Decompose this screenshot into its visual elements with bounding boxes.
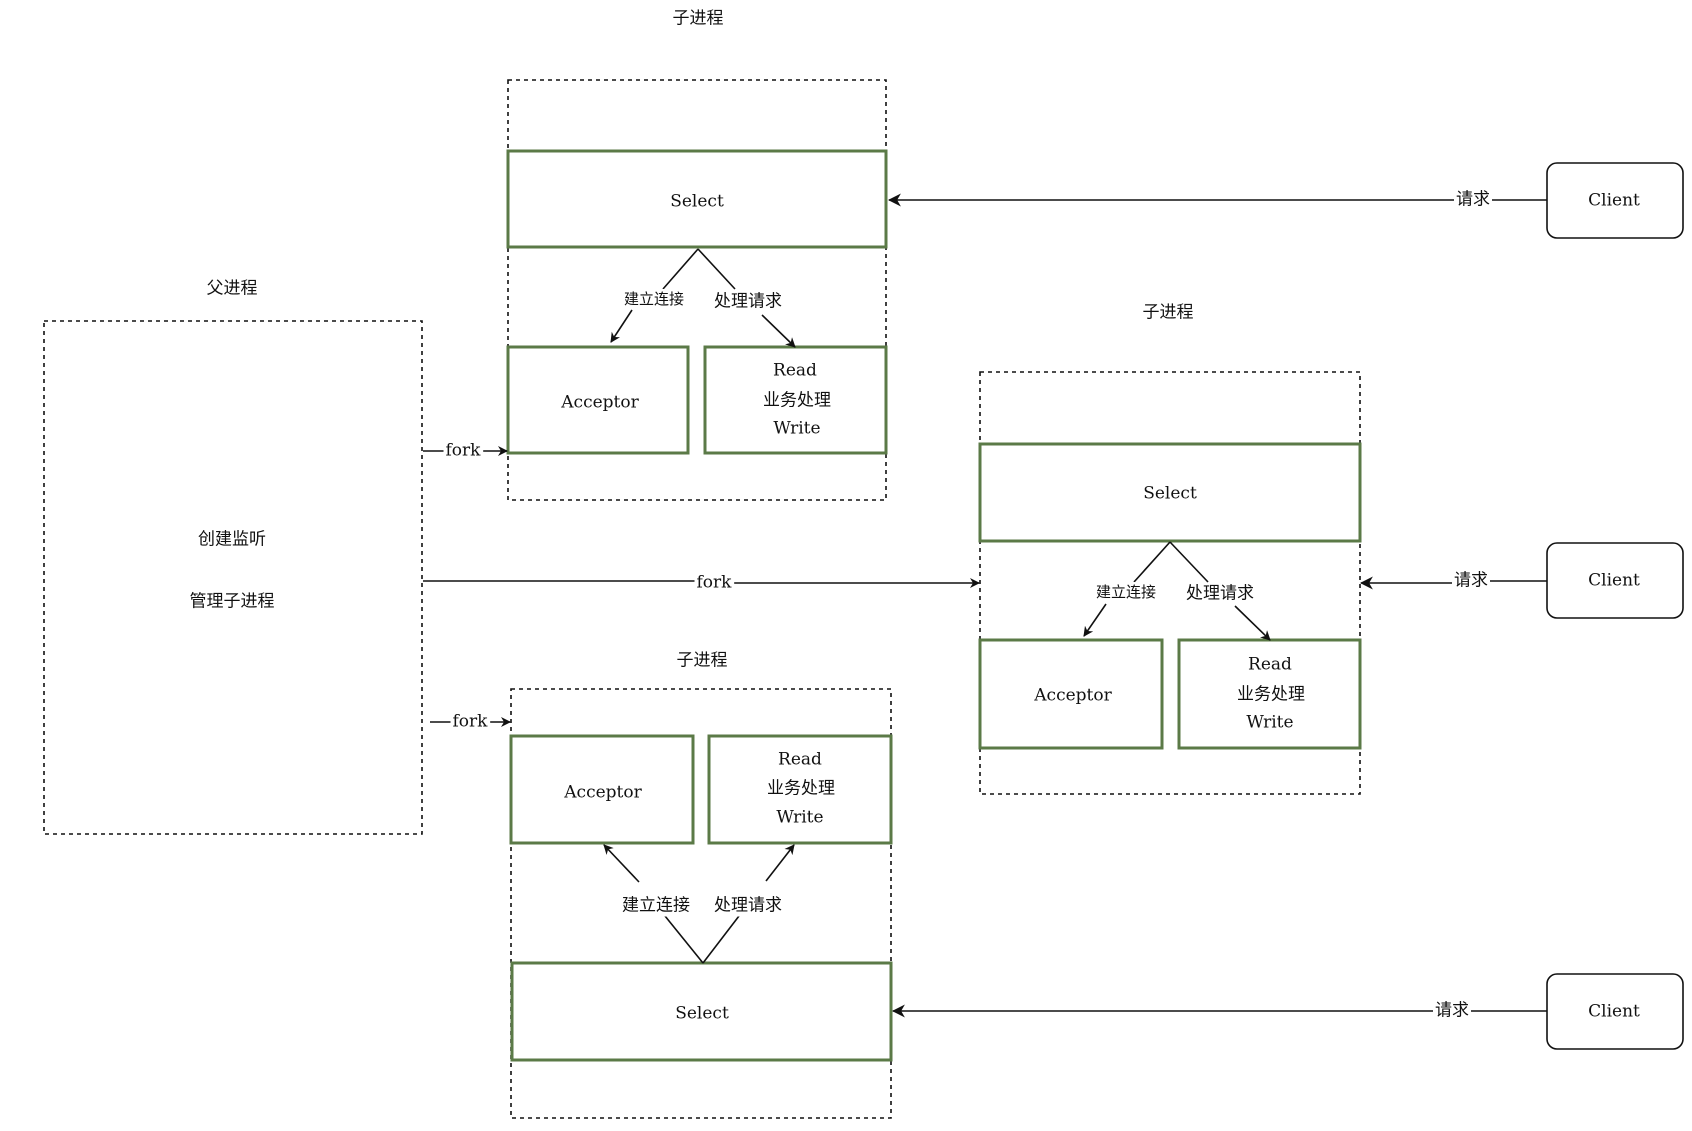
child-2-worker-write: Write	[1246, 713, 1293, 733]
parent-process-box	[43, 320, 423, 835]
client-2-request-label: 请求	[1454, 571, 1488, 591]
child-3-worker-write: Write	[776, 808, 823, 828]
edge-label-background	[450, 710, 491, 733]
child-2-title: 子进程	[1143, 303, 1194, 323]
child-1-edge-connect-label: 建立连接	[624, 290, 684, 308]
edge-label-background	[1093, 582, 1159, 602]
edge-label-background	[694, 571, 735, 594]
parent-title: 父进程	[207, 279, 258, 299]
client-3-label: Client	[1588, 1002, 1640, 1022]
edge-label-background	[443, 439, 484, 462]
child-1-select-box	[506, 149, 888, 249]
child-2-edge-handle-label: 处理请求	[1186, 584, 1254, 604]
parent-line-manage-children: 管理子进程	[190, 592, 275, 612]
child-1-fork-label: fork	[446, 441, 482, 461]
child-1-title: 子进程	[673, 9, 724, 29]
child-1-edge-handle-arrow	[761, 314, 796, 348]
child-1-select-label: Select	[670, 192, 724, 212]
child-1-edge-handle-upper	[697, 248, 736, 290]
edge-label-background	[1454, 188, 1492, 211]
child-2-select-label: Select	[1143, 484, 1197, 504]
child-1-worker-write: Write	[773, 419, 820, 439]
child-2-worker-business: 业务处理	[1237, 685, 1305, 705]
child-3-edge-handle-arrow	[765, 844, 795, 882]
child-1-edge-connect-arrow	[610, 309, 633, 343]
client-2-label: Client	[1588, 571, 1640, 591]
parent-line-create-listen: 创建监听	[198, 530, 266, 550]
child-3-edge-handle-label: 处理请求	[714, 896, 782, 916]
child-3-worker-box	[707, 734, 893, 845]
child-1-edge-connect-upper	[662, 248, 699, 290]
child-2-edge-connect-label: 建立连接	[1096, 583, 1156, 601]
child-3-select-label: Select	[675, 1004, 729, 1024]
child-2-box	[979, 371, 1361, 795]
child-2-edge-handle-upper	[1169, 541, 1209, 583]
child-process-2: 子进程 Select Acceptor Read 业务处理 Write 建立连接…	[423, 303, 1684, 795]
edge-label-background	[621, 289, 687, 309]
child-2-fork-label: fork	[697, 573, 733, 593]
child-2-edge-connect-upper	[1133, 541, 1171, 583]
client-3-request-label: 请求	[1435, 1001, 1469, 1021]
edge-label-background	[1452, 569, 1490, 592]
edge-label-background	[712, 894, 784, 917]
child-process-3: 子进程 Acceptor Read 业务处理 Write Select 建立连接…	[430, 651, 1684, 1119]
child-3-box	[510, 688, 892, 1119]
edge-label-background	[620, 894, 692, 917]
parent-process: 父进程 创建监听 管理子进程	[43, 279, 423, 835]
child-3-worker-read: Read	[778, 750, 822, 770]
child-3-select-box	[510, 961, 893, 1062]
child-2-acceptor-label: Acceptor	[1033, 686, 1112, 706]
child-2-edge-handle-arrow	[1234, 605, 1271, 641]
child-2-edge-connect-arrow	[1083, 603, 1107, 637]
child-1-worker-read: Read	[773, 361, 817, 381]
edge-label-background	[712, 290, 784, 313]
child-process-1: 子进程 Select Acceptor Read 业务处理 Write 建立连接…	[423, 9, 1684, 501]
child-1-box	[507, 79, 887, 501]
child-1-worker-business: 业务处理	[763, 391, 831, 411]
child-3-edge-connect-lower	[664, 915, 704, 964]
child-3-edge-connect-label: 建立连接	[622, 896, 690, 916]
child-3-title: 子进程	[677, 651, 728, 671]
edge-label-background	[1433, 999, 1471, 1022]
child-3-acceptor-box	[509, 734, 695, 845]
child-1-edge-handle-label: 处理请求	[714, 292, 782, 312]
child-3-fork-label: fork	[453, 712, 489, 732]
child-2-worker-read: Read	[1248, 655, 1292, 675]
client-1-label: Client	[1588, 191, 1640, 211]
child-2-acceptor-box	[978, 638, 1164, 750]
client-1-request-label: 请求	[1456, 190, 1490, 210]
child-3-edge-handle-lower	[702, 915, 740, 964]
edge-label-background	[1184, 582, 1256, 605]
child-3-worker-business: 业务处理	[767, 779, 835, 799]
child-2-select-box	[978, 442, 1362, 543]
child-1-acceptor-label: Acceptor	[560, 393, 639, 413]
child-1-acceptor-box	[506, 345, 690, 455]
child-3-acceptor-label: Acceptor	[563, 783, 642, 803]
child-3-edge-connect-arrow	[603, 844, 640, 883]
